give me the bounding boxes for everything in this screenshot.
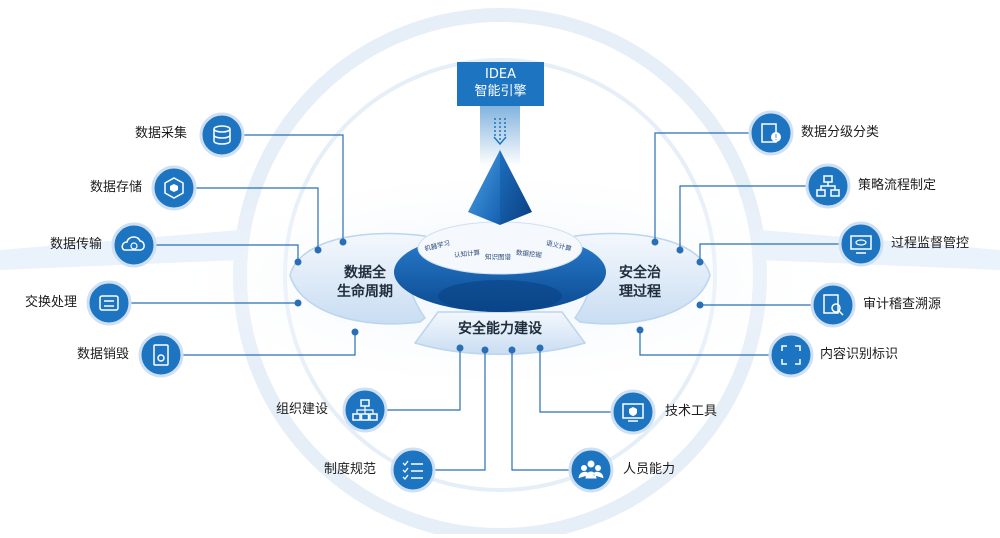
bottom-panel-shape — [413, 311, 587, 355]
left-panel-line1: 数据全 — [344, 265, 386, 281]
shield-screen-icon — [610, 389, 656, 435]
checklist-icon — [390, 447, 436, 493]
idea-engine-box: IDEA 智能引擎 — [457, 62, 544, 106]
engine-title: IDEA — [485, 67, 516, 82]
bottom-item-label-4: 人员能力 — [623, 462, 676, 477]
right-item-label-5: 内容识别标识 — [820, 347, 899, 362]
left-item-label-2: 数据存储 — [89, 180, 142, 195]
left-item-label-5: 数据销毁 — [76, 347, 129, 362]
connector-dots — [294, 238, 704, 354]
connector-bottom-3 — [539, 348, 612, 413]
scan-frame-icon — [768, 332, 814, 378]
right-item-label-1: 数据分级分类 — [801, 125, 880, 140]
bottom-item-label-1: 组织建设 — [275, 402, 328, 417]
cloud-sync-icon — [111, 222, 157, 268]
connector-left-1 — [241, 134, 344, 242]
right-panel-line2: 理过程 — [619, 284, 661, 300]
connector-bottom-4 — [511, 350, 570, 471]
network-storage-icon — [151, 165, 197, 211]
bottom-item-label-2: 制度规范 — [323, 462, 376, 477]
left-item-label-4: 交换处理 — [24, 295, 77, 310]
connector-left-5 — [182, 332, 356, 356]
classification-icon: ! — [748, 110, 794, 156]
left-panel-label: 数据全 生命周期 — [325, 264, 405, 302]
connector-right-1 — [654, 132, 750, 242]
bottom-item-label-3: 技术工具 — [665, 404, 718, 419]
engine-arrow-icon — [493, 118, 507, 146]
central-disc — [394, 221, 606, 312]
icon-circles: ! — [86, 110, 884, 493]
connector-right-2 — [679, 185, 807, 250]
right-item-label-2: 策略流程制定 — [858, 178, 937, 193]
monitor-eye-icon — [838, 221, 884, 267]
left-panel-line2: 生命周期 — [337, 284, 393, 300]
right-item-label-4: 审计稽查溯源 — [863, 297, 942, 312]
exchange-icon — [86, 280, 132, 326]
bottom-panel-label: 安全能力建设 — [458, 321, 542, 337]
audit-search-icon — [810, 282, 856, 328]
right-item-label-3: 过程监督管控 — [891, 236, 970, 251]
left-item-label-3: 数据传输 — [49, 237, 102, 252]
engine-subtitle: 智能引擎 — [474, 84, 527, 99]
shred-icon — [138, 332, 184, 378]
svg-text:!: ! — [774, 133, 777, 142]
connector-lines — [130, 132, 840, 471]
flowchart-icon — [805, 163, 851, 209]
org-chart-icon — [342, 387, 388, 433]
connector-right-5 — [639, 330, 770, 356]
connector-bottom-1 — [386, 348, 461, 411]
right-panel-label: 安全治 理过程 — [600, 264, 680, 302]
left-item-label-1: 数据采集 — [134, 126, 187, 141]
connector-left-3 — [155, 244, 299, 260]
ring-tag-3: 知识图谱 — [485, 253, 511, 261]
right-panel-line1: 安全治 — [619, 265, 661, 281]
connector-bottom-2 — [434, 350, 486, 471]
connector-left-2 — [195, 187, 319, 250]
connector-right-3 — [699, 243, 840, 262]
people-icon — [568, 447, 614, 493]
database-collect-icon — [199, 112, 245, 158]
pyramid-icon — [468, 150, 532, 225]
